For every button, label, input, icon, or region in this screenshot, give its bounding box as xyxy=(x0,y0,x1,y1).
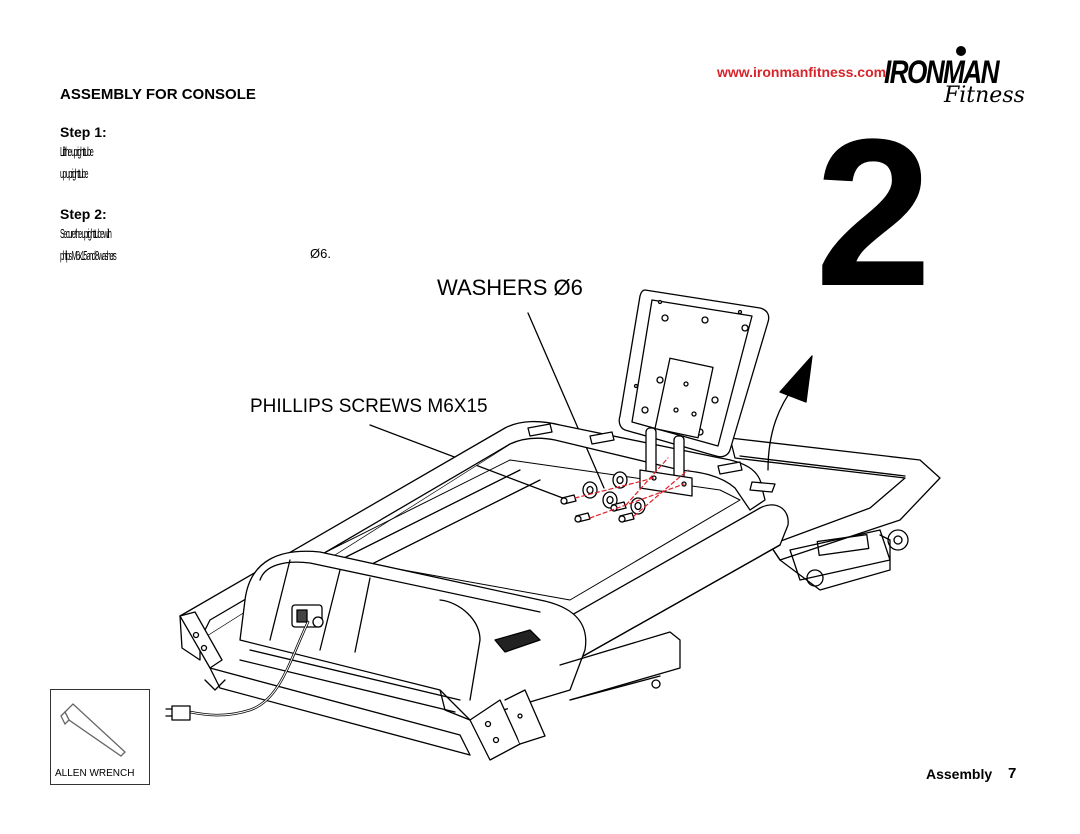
side-posts xyxy=(179,611,546,761)
assembly-paths xyxy=(574,457,689,519)
washers-leader-line xyxy=(527,312,605,489)
tool-box xyxy=(50,689,150,785)
screws xyxy=(560,494,635,523)
rotate-arrow xyxy=(767,355,813,471)
washers-callout: WASHERS Ø6 xyxy=(437,275,583,300)
page-number: 7 xyxy=(1008,765,1017,782)
step-2-trailing: Ø6. xyxy=(310,246,331,261)
step-2-label: Step 2: xyxy=(60,206,107,222)
upright-tube-mounts xyxy=(639,427,693,497)
fitness-logo-script: Fitness xyxy=(944,83,1025,108)
console-panel xyxy=(618,289,770,458)
tool-label: ALLEN WRENCH xyxy=(55,768,135,779)
allen-wrench-icon xyxy=(60,703,126,757)
step-1-label: Step 1: xyxy=(60,124,107,140)
motor-hood xyxy=(239,550,587,721)
ironman-logo: IRONMAN xyxy=(884,54,1000,90)
step-1-line-2: up upright tube xyxy=(60,166,88,181)
website-url[interactable]: www.ironmanfitness.com xyxy=(717,64,887,80)
washers xyxy=(582,471,646,515)
step-number: 2 xyxy=(815,95,932,330)
screws-callout: PHILLIPS SCREWS M6X15 xyxy=(250,396,488,417)
step-2-line-1: Secure the upright tube with xyxy=(60,226,112,241)
logo-dot-icon xyxy=(956,46,966,56)
section-title: ASSEMBLY FOR CONSOLE xyxy=(60,86,256,103)
step-2-line-2: phillips M6x15 and 8 washers xyxy=(60,248,117,263)
step-1-line-1: Lift the upright tube xyxy=(60,144,94,159)
rear-deck xyxy=(729,437,941,591)
power-cord xyxy=(165,620,310,721)
footer-section-label: Assembly xyxy=(926,766,993,782)
rail-tabs xyxy=(527,423,776,493)
